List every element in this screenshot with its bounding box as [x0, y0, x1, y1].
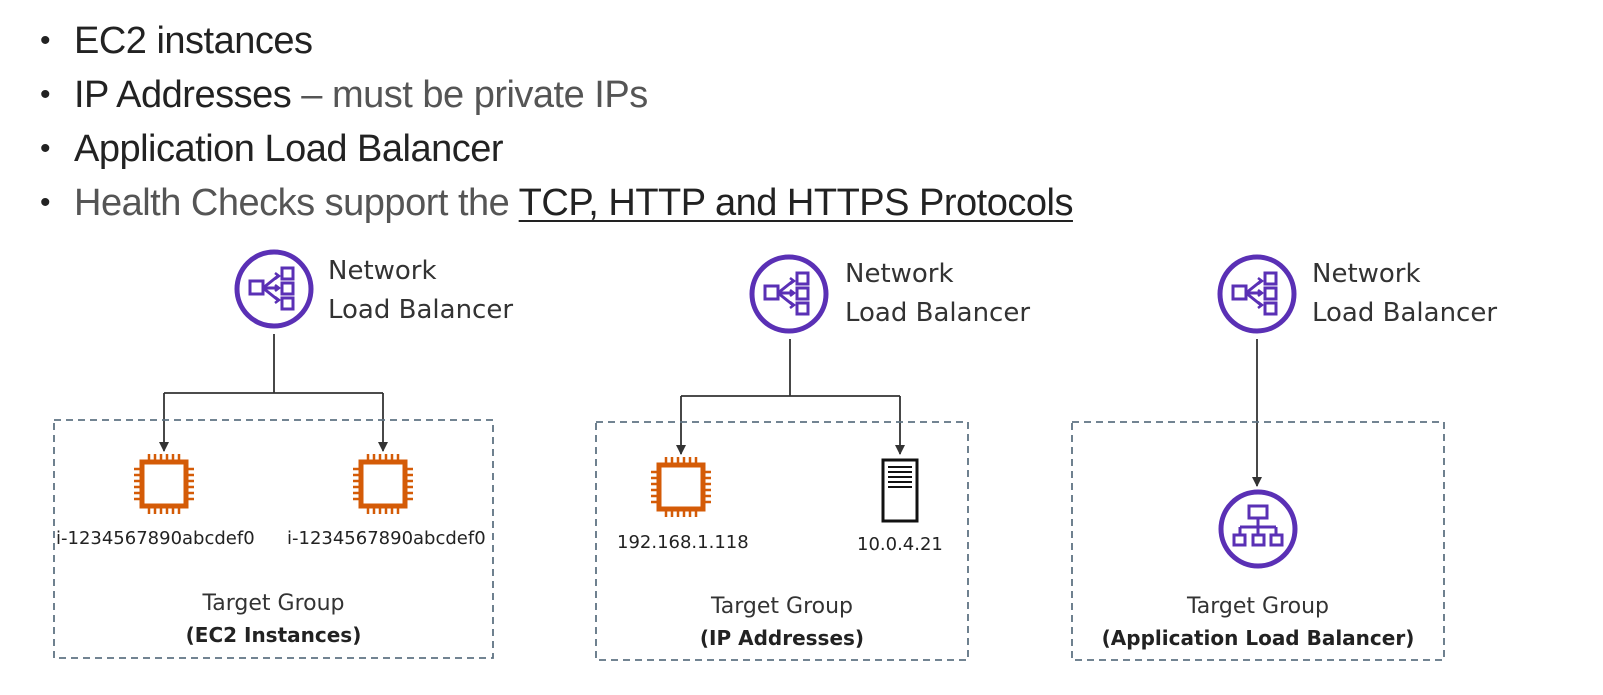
- target-group-subtitle: (EC2 Instances): [185, 623, 362, 647]
- ec2-chip-icon: [134, 454, 194, 514]
- instance-id-label: i-1234567890abcdef0: [287, 528, 486, 549]
- diagram-application-load-balancer: [1071, 257, 1445, 661]
- target-group-title: Target Group: [710, 594, 854, 619]
- application-load-balancer-icon: [1218, 489, 1298, 569]
- connector-lines: [681, 339, 900, 397]
- bullet-application-load-balancer: •Application Load Balancer: [40, 128, 504, 170]
- ip-address-label: 192.168.1.118: [617, 532, 749, 553]
- protocols-link[interactable]: TCP, HTTP and HTTPS Protocols: [518, 182, 1074, 224]
- target-group-box: [53, 419, 494, 659]
- network-load-balancer-icon: [237, 252, 311, 326]
- target-group-box: [1071, 421, 1445, 661]
- bullet-health-checks: •Health Checks support the TCP, HTTP and…: [40, 182, 1074, 224]
- target-group-title: Target Group: [202, 591, 345, 616]
- nlb-label: Network Load Balancer: [845, 259, 1031, 328]
- ec2-chip-icon: [353, 454, 413, 514]
- network-load-balancer-icon: [1220, 257, 1294, 331]
- bullet-ec2-instances: •EC2 instances: [40, 20, 313, 62]
- target-group-box: [595, 421, 969, 661]
- connector-lines: [164, 334, 383, 394]
- target-group-subtitle: (IP Addresses): [699, 626, 865, 650]
- bullet-ip-addresses: •IP Addresses – must be private IPs: [40, 74, 648, 116]
- diagram-ip-addresses: [595, 257, 969, 661]
- nlb-label: Network Load Balancer: [1312, 259, 1498, 328]
- ec2-chip-icon: [651, 457, 711, 517]
- nlb-label: Network Load Balancer: [328, 256, 514, 325]
- target-group-title: Target Group: [1186, 594, 1330, 619]
- diagram-ec2-instances: [53, 252, 494, 659]
- network-load-balancer-icon: [752, 257, 826, 331]
- instance-id-label: i-1234567890abcdef0: [56, 528, 255, 549]
- bullet-list: •EC2 instances •IP Addresses – must be p…: [40, 14, 1073, 230]
- target-group-subtitle: (Application Load Balancer): [1101, 626, 1415, 650]
- server-icon: [881, 458, 919, 523]
- ip-address-label: 10.0.4.21: [857, 534, 943, 555]
